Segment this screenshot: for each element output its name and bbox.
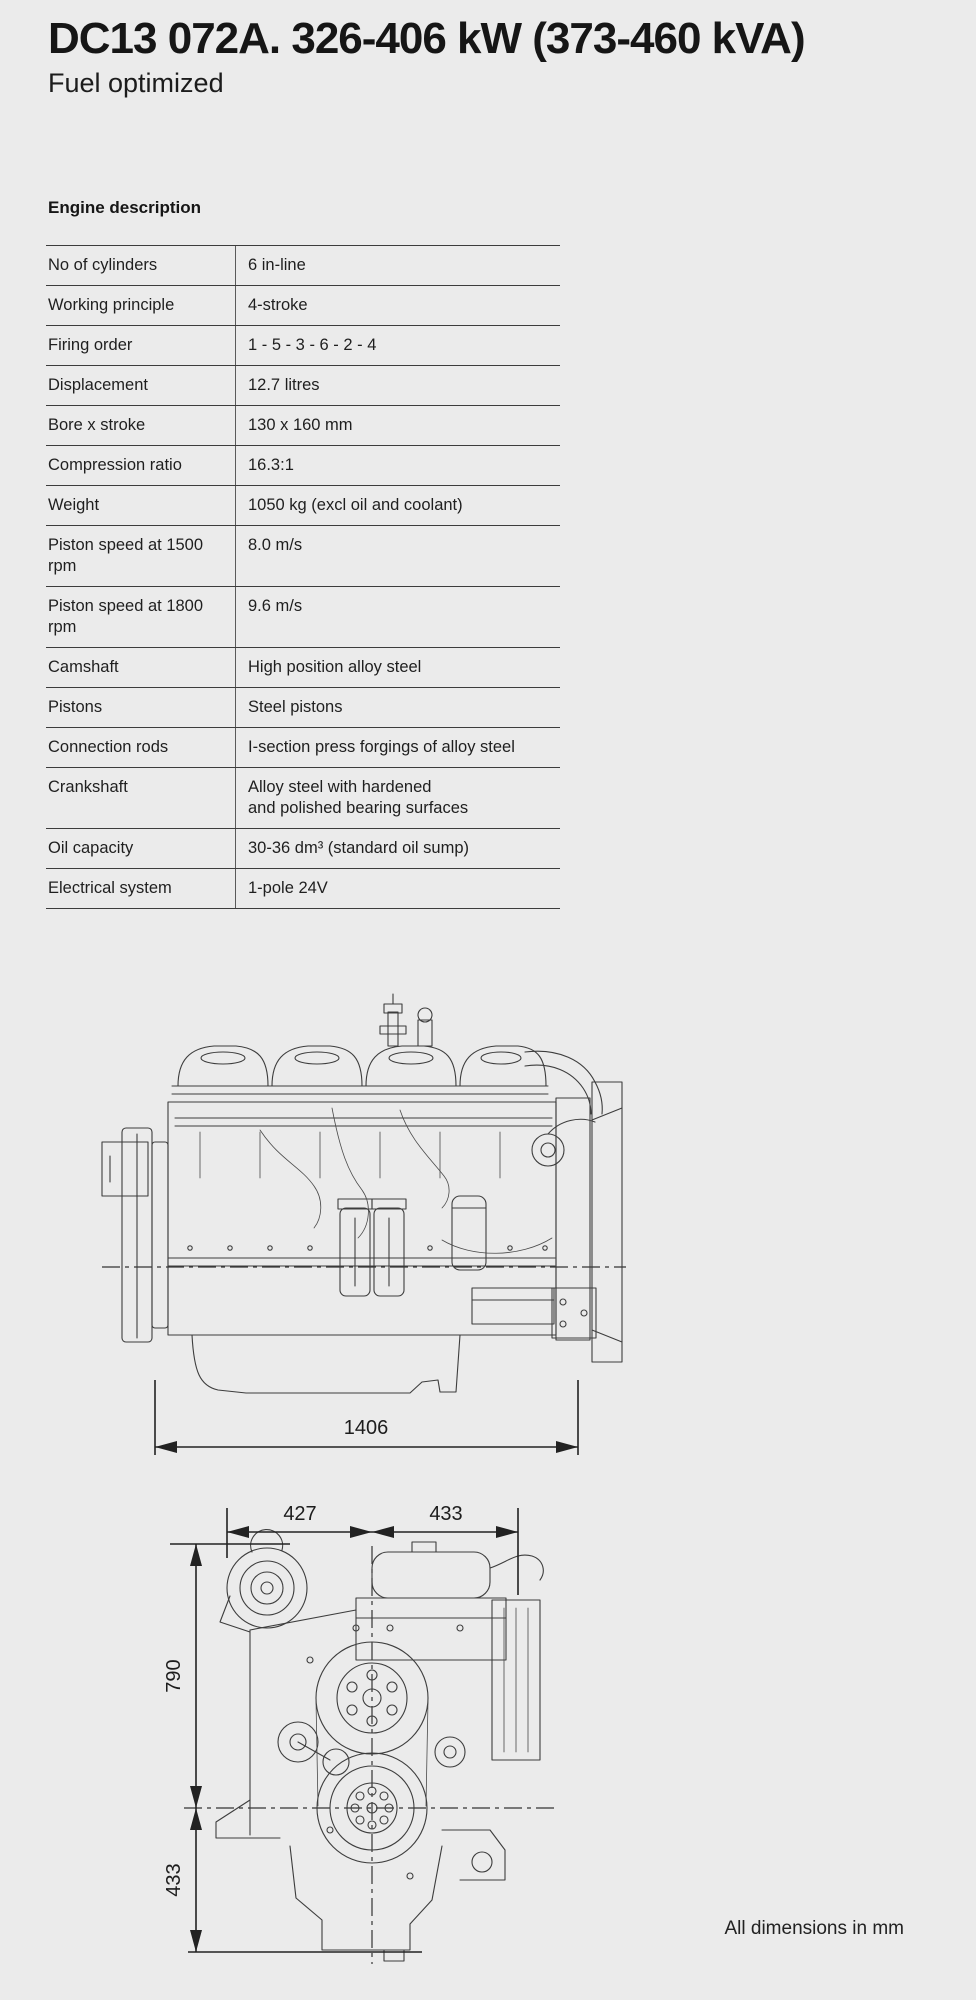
table-row: Firing order 1 - 5 - 3 - 6 - 2 - 4 — [46, 325, 560, 365]
page-subtitle: Fuel optimized — [48, 68, 224, 98]
engine-side-view-drawing: 1406 — [100, 990, 630, 1460]
spec-value: Alloy steel with hardened and polished b… — [248, 778, 469, 817]
front-height-upper-dim-label: 790 — [163, 1659, 185, 1692]
side-length-dim-label: 1406 — [344, 1417, 389, 1439]
front-width-dimensions: 427 433 — [226, 1503, 519, 1595]
front-width-left-dim-label: 427 — [283, 1503, 316, 1525]
spec-value: 16.3:1 — [248, 456, 294, 474]
spec-label: Working principle — [46, 286, 236, 325]
table-row: Weight 1050 kg (excl oil and coolant) — [46, 485, 560, 525]
spec-value: 130 x 160 mm — [248, 416, 353, 434]
spec-label: Displacement — [46, 366, 236, 405]
spec-label: Piston speed at 1500 rpm — [46, 526, 236, 586]
spec-value: 4-stroke — [248, 296, 308, 314]
engine-side-outline — [101, 993, 623, 1394]
spec-label: Connection rods — [46, 728, 236, 767]
spec-label: Piston speed at 1800 rpm — [46, 587, 236, 647]
spec-label: Weight — [46, 486, 236, 525]
engine-description-heading: Engine description — [48, 198, 202, 217]
spec-label: Oil capacity — [46, 829, 236, 868]
spec-label: Camshaft — [46, 648, 236, 687]
engine-spec-table: No of cylinders 6 in-line Working princi… — [46, 245, 560, 909]
spec-value: 1 - 5 - 3 - 6 - 2 - 4 — [248, 336, 377, 354]
spec-label: Compression ratio — [46, 446, 236, 485]
spec-value: I-section press forgings of alloy steel — [248, 738, 515, 756]
table-row: Crankshaft Alloy steel with hardened and… — [46, 767, 560, 828]
spec-value: 6 in-line — [248, 256, 306, 274]
table-row: Piston speed at 1500 rpm 8.0 m/s — [46, 525, 560, 586]
spec-value: High position alloy steel — [248, 658, 422, 676]
spec-label: Electrical system — [46, 869, 236, 908]
spec-label: Crankshaft — [46, 768, 236, 828]
front-width-right-dim-label: 433 — [429, 1503, 462, 1525]
spec-label: Bore x stroke — [46, 406, 236, 445]
side-length-dimension: 1406 — [154, 1380, 579, 1455]
engine-front-view-drawing: 427 433 790 433 — [160, 1500, 570, 1970]
table-row: Bore x stroke 130 x 160 mm — [46, 405, 560, 445]
engine-front-view-svg: 427 433 790 433 — [163, 1503, 558, 1964]
table-row: Oil capacity 30-36 dm³ (standard oil sum… — [46, 828, 560, 868]
spec-label: Pistons — [46, 688, 236, 727]
spec-value: 8.0 m/s — [248, 536, 303, 554]
spec-label: Firing order — [46, 326, 236, 365]
table-row: Pistons Steel pistons — [46, 687, 560, 727]
table-row: Piston speed at 1800 rpm 9.6 m/s — [46, 586, 560, 647]
dimensions-footnote: All dimensions in mm — [724, 1918, 905, 1939]
table-row: Displacement 12.7 litres — [46, 365, 560, 405]
front-height-lower-dim-label: 433 — [163, 1863, 185, 1896]
spec-value: Steel pistons — [248, 698, 343, 716]
spec-value: 12.7 litres — [248, 376, 320, 394]
table-row: Connection rods I-section press forgings… — [46, 727, 560, 767]
spec-label: No of cylinders — [46, 246, 236, 285]
spec-value: 1050 kg (excl oil and coolant) — [248, 496, 463, 514]
spec-value: 30-36 dm³ (standard oil sump) — [248, 839, 470, 857]
table-row: Electrical system 1-pole 24V — [46, 868, 560, 908]
engine-front-outline — [215, 1528, 544, 1962]
table-row: Camshaft High position alloy steel — [46, 647, 560, 687]
spec-value: 1-pole 24V — [248, 879, 328, 897]
page-title: DC13 072A. 326-406 kW (373-460 kVA) — [48, 14, 806, 63]
table-row: Compression ratio 16.3:1 — [46, 445, 560, 485]
table-row: Working principle 4-stroke — [46, 285, 560, 325]
front-height-dimensions: 790 433 — [163, 1543, 422, 1953]
spec-value: 9.6 m/s — [248, 597, 303, 615]
table-row: No of cylinders 6 in-line — [46, 245, 560, 285]
engine-side-view-svg: 1406 — [101, 993, 626, 1455]
